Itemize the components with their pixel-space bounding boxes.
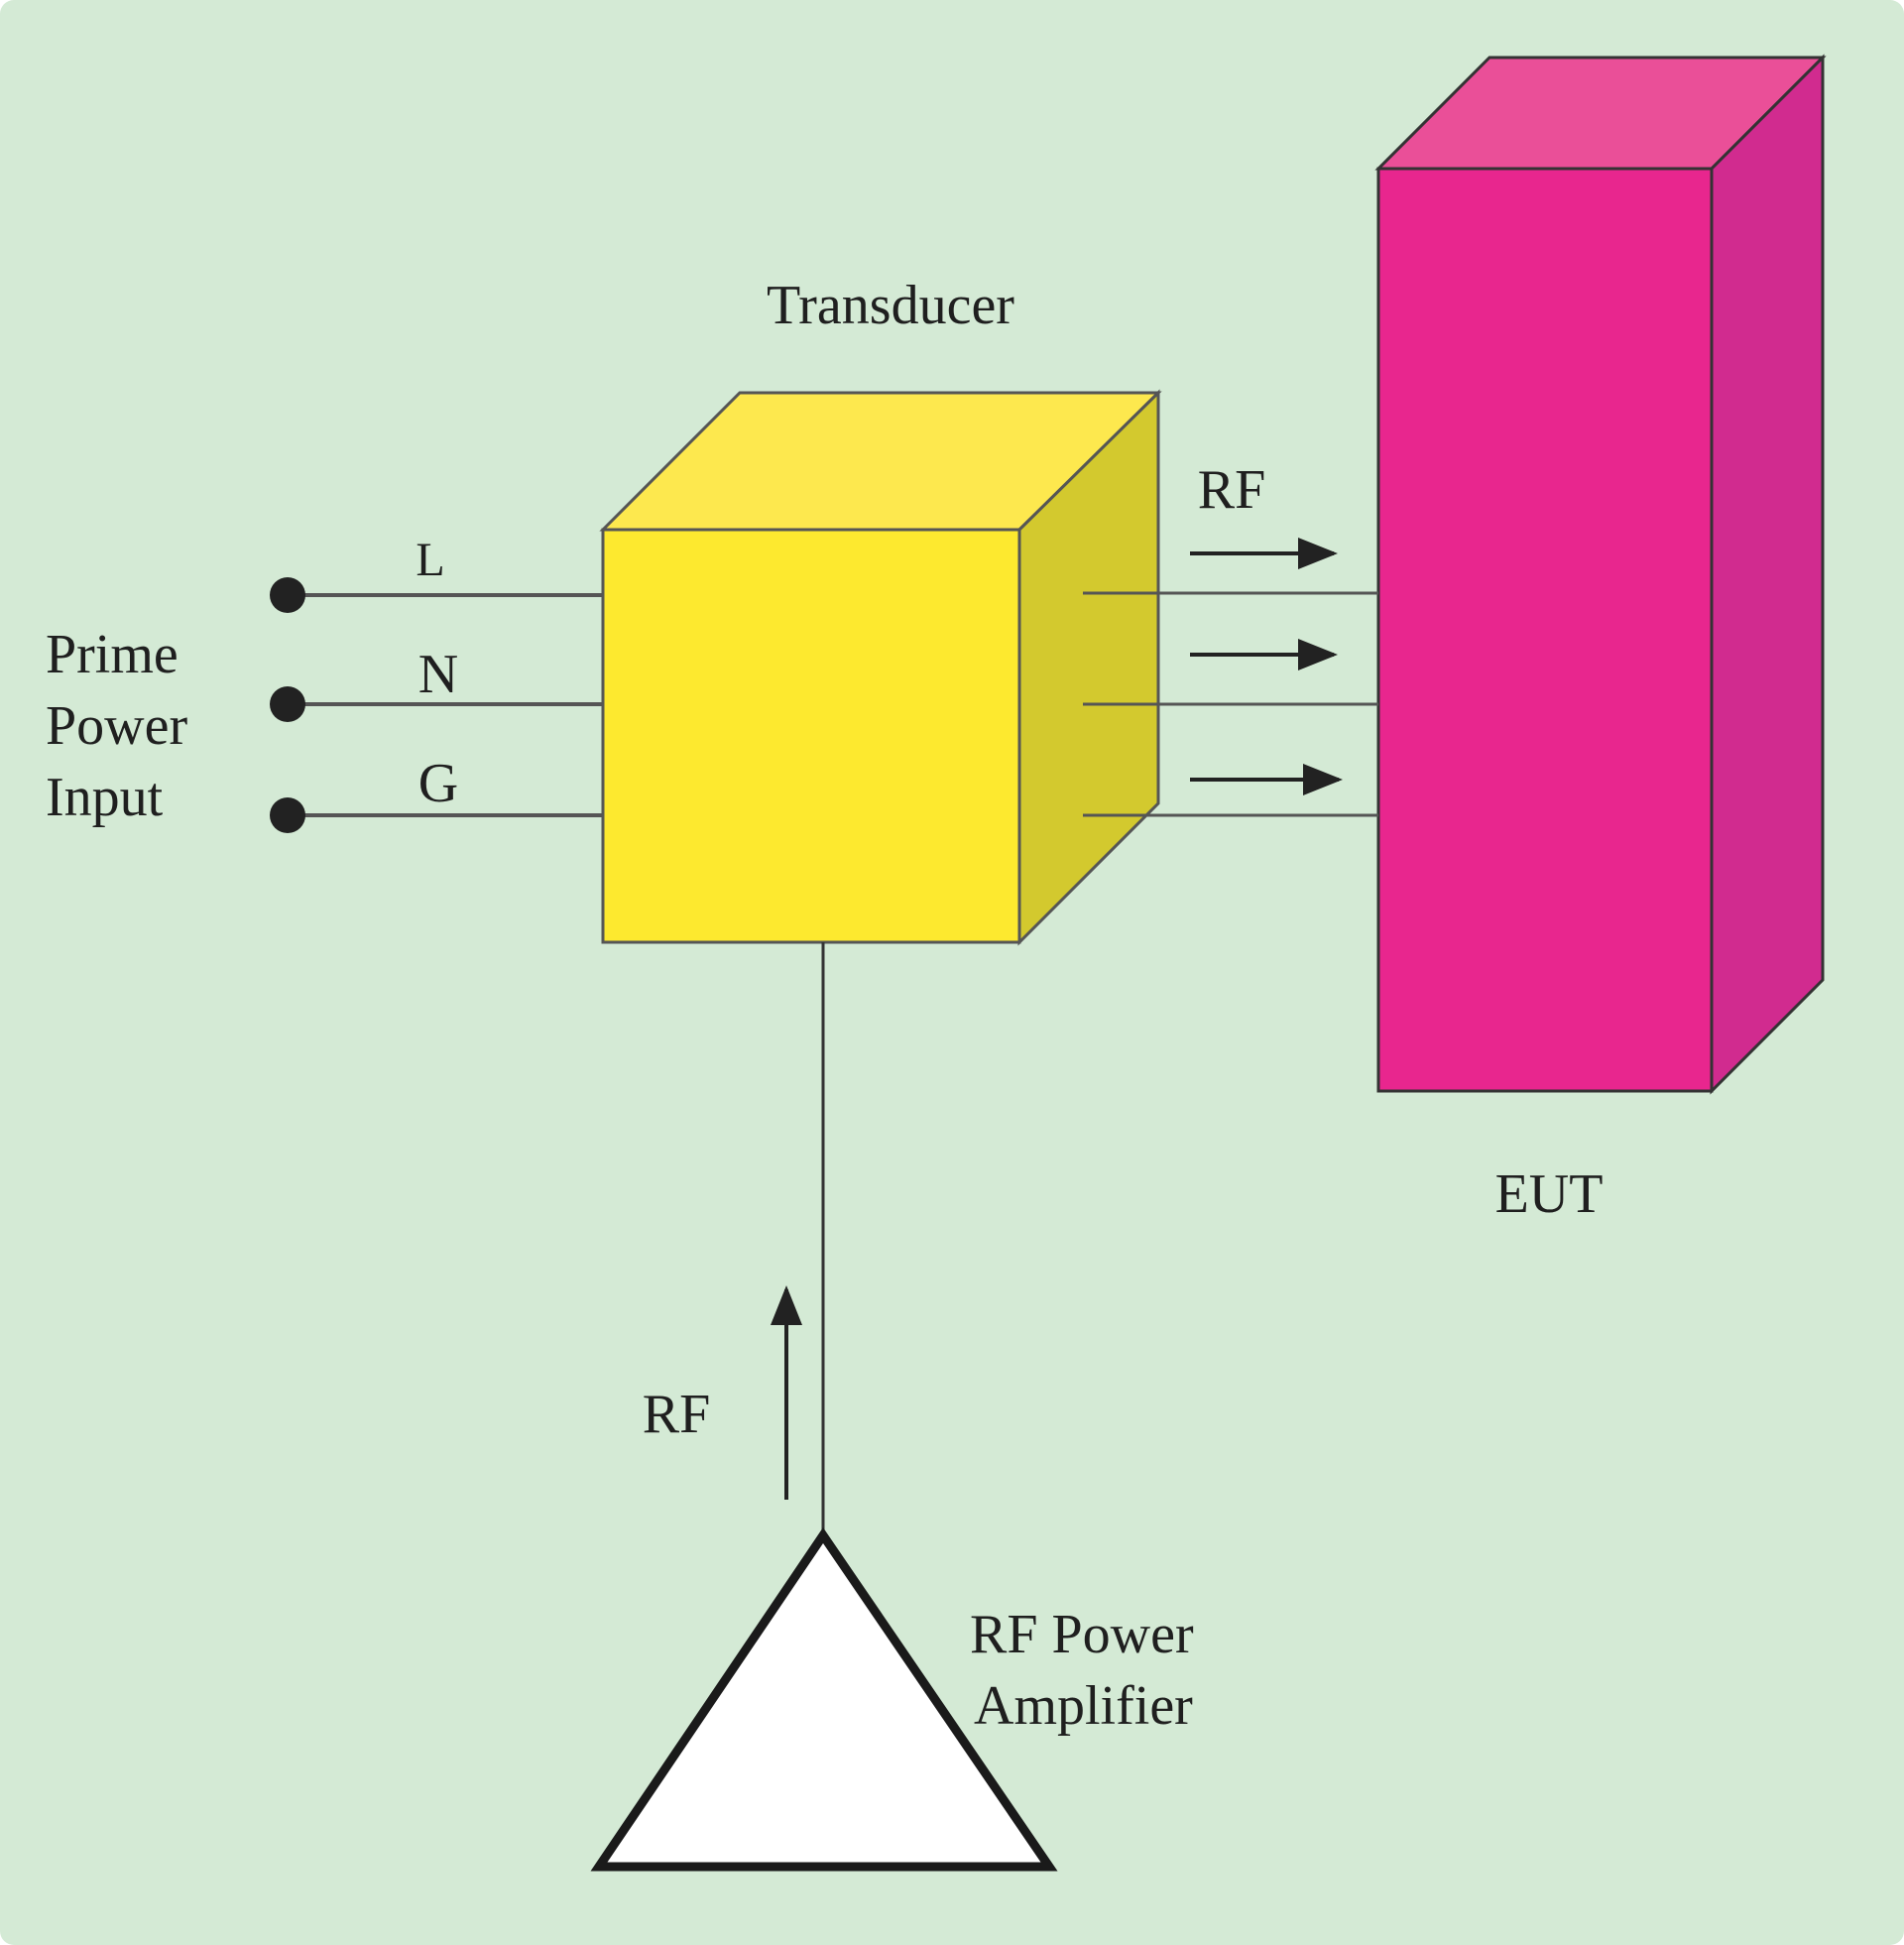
prime-power-line-2: Power	[46, 695, 187, 757]
input-terminals	[270, 577, 305, 833]
prime-power-line-3: Input	[46, 767, 164, 828]
rf-top-label: RF	[1198, 459, 1266, 521]
terminal-g-dot-icon	[270, 797, 305, 833]
eut-box	[1374, 54, 1827, 1095]
transducer-front-face	[601, 528, 1021, 944]
amplifier-label: RF Power Amplifier	[970, 1604, 1208, 1737]
terminal-n-dot-icon	[270, 686, 305, 722]
terminal-l-dot-icon	[270, 577, 305, 613]
amplifier-label-line-1: RF Power	[970, 1604, 1194, 1665]
line-g-label: G	[418, 753, 458, 814]
eut-front-face	[1376, 167, 1714, 1093]
amplifier-label-line-2: Amplifier	[974, 1675, 1193, 1737]
eut-label: EUT	[1495, 1163, 1604, 1225]
line-n-label: N	[418, 644, 458, 705]
line-l-label: L	[416, 534, 444, 586]
rf-output-arrows	[1190, 538, 1343, 795]
transducer-label: Transducer	[767, 275, 1014, 336]
amplifier-triangle-icon	[590, 1526, 1058, 1872]
prime-power-label: Prime Power Input	[46, 624, 201, 828]
eut-side-face	[1710, 54, 1825, 1095]
rf-output-lines	[1083, 591, 1378, 817]
prime-power-line-1: Prime	[46, 624, 178, 685]
transducer-box	[599, 389, 1162, 946]
rf-bottom-label: RF	[643, 1384, 711, 1445]
power-lines	[288, 593, 603, 817]
